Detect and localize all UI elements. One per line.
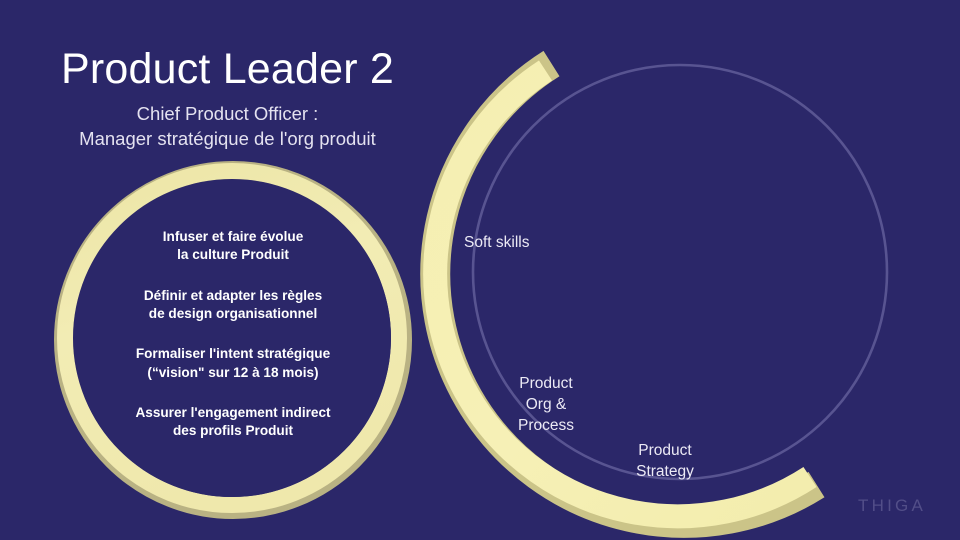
thiga-logo: THIGA — [858, 496, 926, 515]
list-item: Assurer l'engagement indirect des profil… — [135, 405, 331, 439]
page-subtitle: Chief Product Officer : Manager stratégi… — [79, 103, 376, 150]
responsibilities-ring-interior — [73, 179, 391, 497]
scope-ring-arc — [423, 60, 817, 529]
page-title: Product Leader 2 — [60, 45, 395, 93]
list-item: Formaliser l'intent stratégique (“vision… — [135, 346, 331, 380]
list-item: Définir et adapter les règles de design … — [143, 287, 323, 322]
scope-label-soft-skills: Soft skills — [464, 234, 530, 251]
scope-label-product-strategy: Product Strategy — [636, 442, 694, 480]
scope-label-product-org-process: Product Org & Process — [518, 375, 574, 434]
scope-ring-outline — [471, 63, 889, 481]
responsibilities-list: Infuser et faire évolue la culture Produ… — [72, 228, 394, 441]
responsibilities-ring — [57, 163, 407, 513]
title-block: Product Leader 2 Chief Product Officer :… — [0, 46, 455, 152]
list-item: Infuser et faire évolue la culture Produ… — [162, 229, 304, 263]
